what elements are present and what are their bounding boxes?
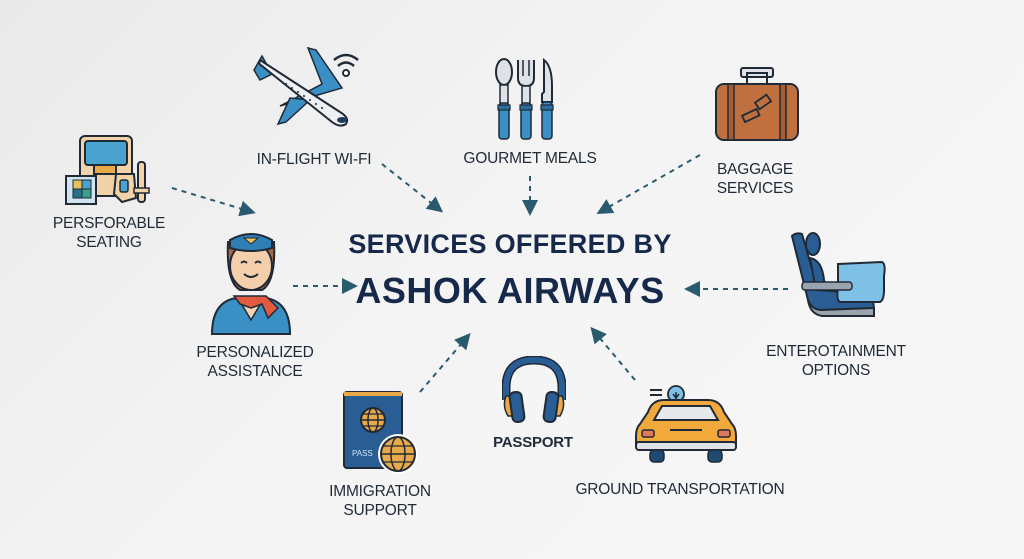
airplane-wifi-icon <box>253 46 359 127</box>
cutlery-icon <box>495 58 554 140</box>
headphones-icon <box>502 356 566 424</box>
title-line-1: SERVICES OFFERED BY <box>348 229 672 259</box>
airline-seat-pillow-icon <box>790 232 886 317</box>
taxi-car-icon <box>635 385 737 463</box>
title-line-2: ASHOK AIRWAYS <box>355 270 665 311</box>
label-transport: GROUND TRANSPORTATION <box>575 481 785 498</box>
passport-text: PASS <box>352 449 373 458</box>
diagram-title: SERVICES OFFERED BY ASHOK AIRWAYS <box>340 228 680 314</box>
arrow-immigration <box>419 332 471 393</box>
label-immigration: IMMIGRATION SUPPORT <box>329 483 431 519</box>
arrow-transport <box>590 326 636 381</box>
suitcase-icon <box>715 67 799 141</box>
flight-attendant-icon <box>210 233 292 335</box>
label-wifi: IN-FLIGHT WI-FI <box>256 151 372 168</box>
label-meals: GOURMET MEALS <box>463 150 597 167</box>
arrow-seating <box>171 187 256 217</box>
arrow-baggage <box>596 154 701 214</box>
label-assistance: PERSONALIZED ASSISTANCE <box>196 344 314 380</box>
label-entertainment: ENTEROTAINMENT OPTIONS <box>766 343 906 379</box>
label-passport: PASSPORT <box>493 434 573 451</box>
seat-screen-icon <box>65 135 150 205</box>
label-seating: PERSFORABLE SEATING <box>52 215 166 251</box>
passport-globe-icon: PASS <box>343 391 418 474</box>
label-baggage: BAGGAGE SERVICES <box>716 161 794 197</box>
arrow-wifi <box>381 163 444 213</box>
